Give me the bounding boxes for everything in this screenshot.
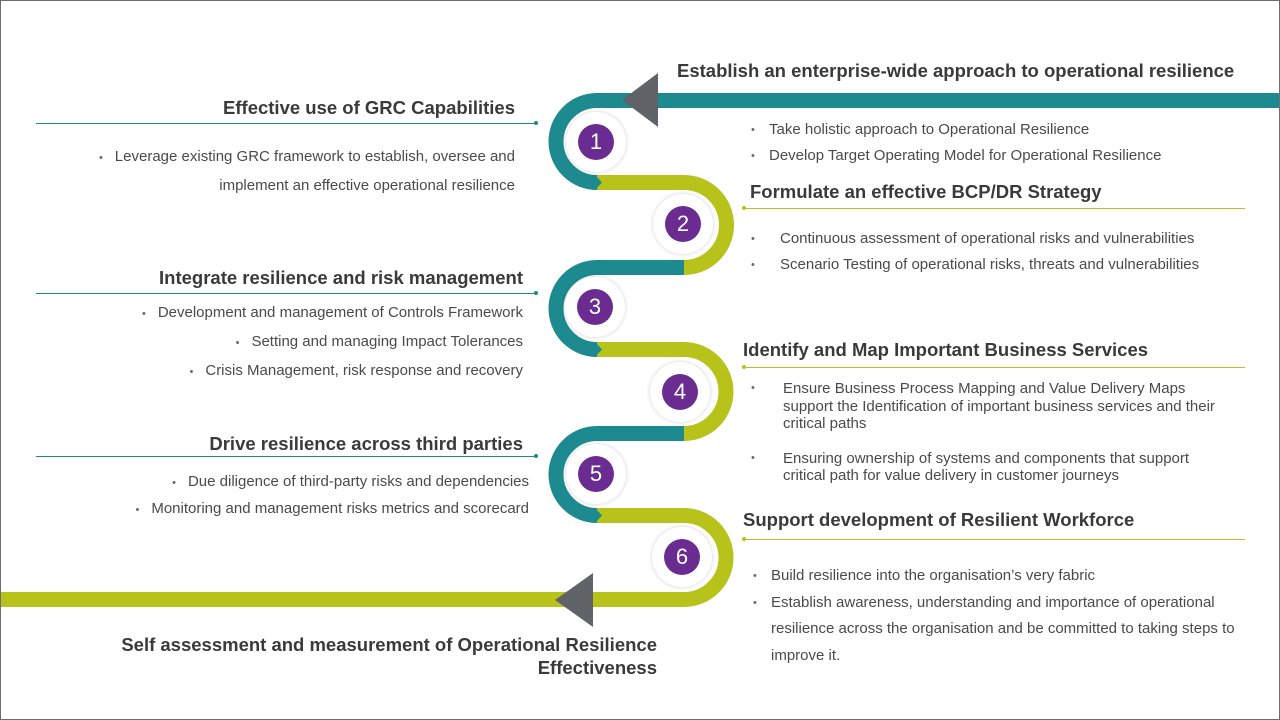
step-6-rule: [745, 539, 1245, 540]
step-1-number: 1: [578, 124, 614, 160]
step-1-bullets: •Leverage existing GRC framework to esta…: [99, 143, 515, 199]
step-3-rule-dot: [534, 291, 538, 295]
step-5-number: 5: [578, 456, 614, 492]
chevron-4: [684, 426, 691, 441]
step-2-rule: [745, 208, 1245, 209]
list-item: •Scenario Testing of operational risks, …: [751, 256, 1200, 273]
step-4-title: Identify and Map Important Business Serv…: [743, 339, 1149, 360]
step-5-badge: 5: [566, 444, 626, 504]
step-2-badge: 2: [653, 194, 713, 254]
step-3-title: Integrate resilience and risk management: [159, 267, 523, 288]
list-item: •Crisis Management, risk response and re…: [189, 362, 524, 379]
step-5-rule-dot: [534, 454, 538, 458]
chevron-2: [684, 260, 691, 275]
list-item: •Continuous assessment of operational ri…: [751, 230, 1195, 247]
final-statement: Self assessment and measurement of Opera…: [121, 633, 657, 679]
list-item: •Develop Target Operating Model for Oper…: [751, 147, 1162, 164]
list-item: •Due diligence of third-party risks and …: [172, 473, 529, 490]
chevron-5: [595, 508, 602, 523]
step-2-bullets: •Continuous assessment of operational ri…: [751, 226, 1199, 278]
step-4-number: 4: [662, 374, 698, 410]
list-item: •Establish awareness, understanding and …: [753, 593, 1235, 664]
step-1-rule: [36, 123, 536, 124]
step-3-bullets: •Development and management of Controls …: [142, 299, 523, 386]
list-item: •Monitoring and management risks metrics…: [135, 500, 529, 517]
chevron-3: [595, 342, 602, 357]
step-4-bullets: •Ensure Business Process Mapping and Val…: [751, 380, 1221, 485]
list-item: •Setting and managing Impact Tolerances: [235, 333, 523, 350]
step-2-number: 2: [665, 206, 701, 242]
final-line-2: Effectiveness: [537, 657, 657, 678]
step-5-rule: [36, 456, 536, 457]
chevron-1: [595, 175, 602, 190]
step-6-rule-dot: [742, 537, 746, 541]
list-item: •Build resilience into the organisation’…: [753, 567, 1096, 584]
step-1-rule-dot: [534, 121, 538, 125]
step-3-number: 3: [577, 289, 613, 325]
top-teal-bar: [595, 93, 1279, 108]
step-4-rule-dot: [742, 365, 746, 369]
top-bullets: •Take holistic approach to Operational R…: [751, 117, 1161, 169]
list-item: •Leverage existing GRC framework to esta…: [98, 148, 515, 165]
top-title: Establish an enterprise-wide approach to…: [677, 60, 1235, 81]
step-5-title: Drive resilience across third parties: [209, 433, 523, 454]
list-item: •Take holistic approach to Operational R…: [751, 121, 1090, 138]
step-1-title: Effective use of GRC Capabilities: [223, 97, 515, 118]
bottom-arrow-icon: [555, 573, 593, 627]
loop-6-lime: [1, 508, 734, 607]
step-3-rule: [36, 293, 536, 294]
step-6-title: Support development of Resilient Workfor…: [743, 509, 1135, 530]
list-item: •Ensure Business Process Mapping and Val…: [751, 380, 1215, 432]
top-arrow-icon: [622, 73, 658, 127]
step-6-badge: 6: [652, 527, 712, 587]
list-item: implement an effective operational resil…: [219, 177, 515, 194]
step-3-badge: 3: [565, 277, 625, 337]
step-4-badge: 4: [650, 362, 710, 422]
step-2-title: Formulate an effective BCP/DR Strategy: [750, 181, 1102, 202]
final-line-1: Self assessment and measurement of Opera…: [121, 634, 657, 655]
step-1-badge: 1: [566, 112, 626, 172]
loop-1-teal: [548, 93, 598, 190]
step-6-number: 6: [664, 539, 700, 575]
loop-2-lime: [597, 175, 734, 275]
step-4-rule: [745, 367, 1245, 368]
step-5-bullets: •Due diligence of third-party risks and …: [135, 469, 529, 523]
step-2-rule-dot: [742, 206, 746, 210]
list-item: •Ensuring ownership of systems and compo…: [751, 449, 1190, 485]
step-6-bullets: •Build resilience into the organisation’…: [753, 563, 1253, 669]
loop-3-teal: [548, 260, 598, 357]
loop-5-teal: [548, 426, 598, 523]
list-item: •Development and management of Controls …: [141, 304, 523, 321]
loop-4-lime: [597, 342, 734, 441]
